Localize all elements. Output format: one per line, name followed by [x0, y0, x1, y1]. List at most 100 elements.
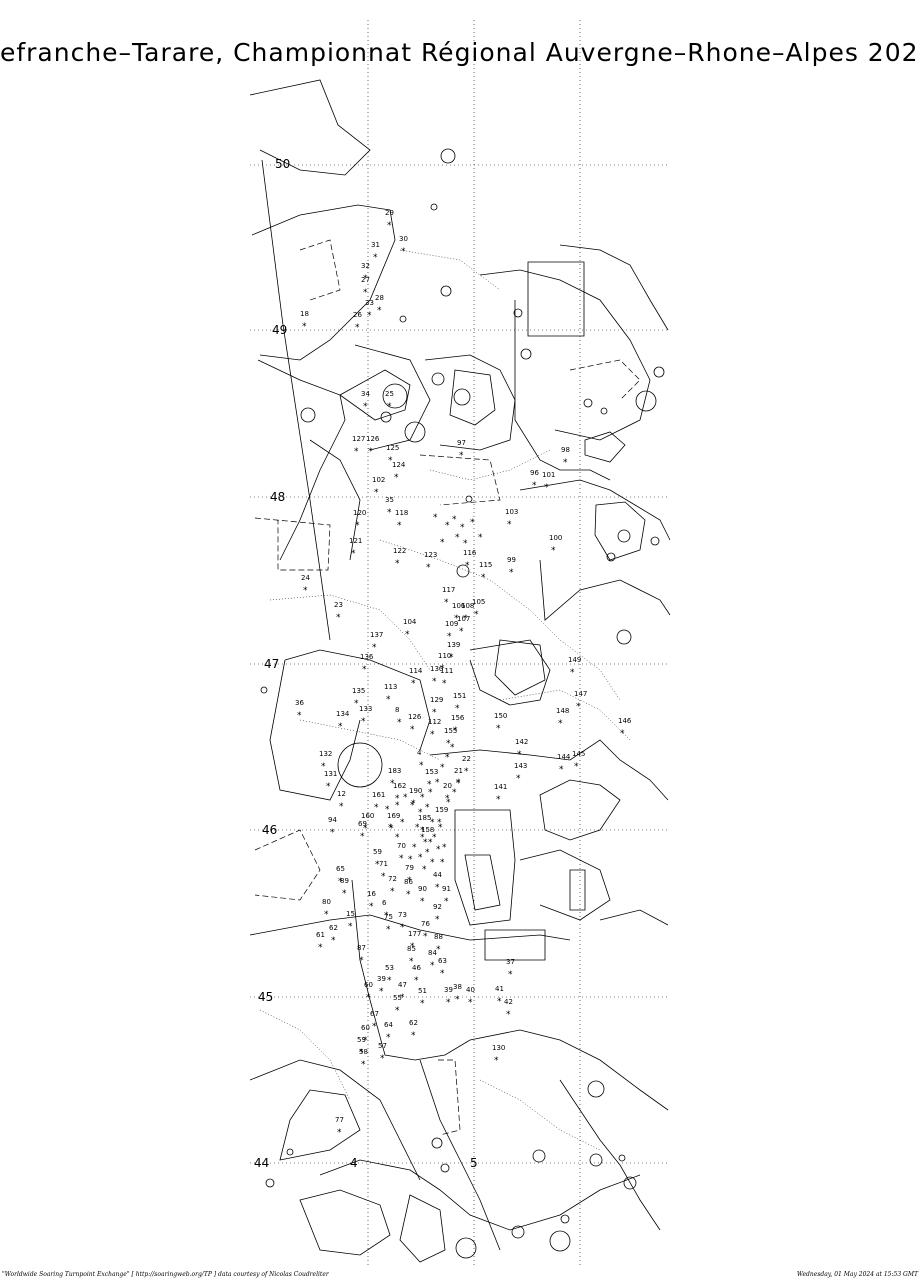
airfield-circle	[286, 1148, 294, 1156]
turnpoint-star-icon: *	[430, 730, 435, 740]
turnpoint-star-icon: *	[375, 860, 380, 870]
airfield-circle	[456, 564, 470, 578]
turnpoint-star-icon: *	[436, 945, 441, 955]
turnpoint-star-icon: *	[440, 664, 445, 674]
turnpoint-star-icon: *	[440, 763, 445, 773]
turnpoint-star-icon: *	[444, 598, 449, 608]
turnpoint-star-icon: *	[297, 711, 302, 721]
airfield-circle	[617, 529, 631, 543]
turnpoint-label: 160	[361, 812, 374, 820]
turnpoint-label: 39	[444, 986, 453, 994]
turnpoint-star-icon: *	[385, 805, 390, 815]
footer-timestamp: Wednesday, 01 May 2024 at 15:53 GMT	[796, 1271, 918, 1278]
turnpoint-label: 70	[397, 842, 406, 850]
turnpoint-star-icon: *	[447, 632, 452, 642]
turnpoint-star-icon: *	[372, 643, 377, 653]
airfield-circle	[440, 148, 456, 164]
turnpoint-star-icon: *	[420, 833, 425, 843]
turnpoint-label: 90	[418, 885, 427, 893]
airspace-dotted	[259, 249, 631, 1151]
turnpoint-star-icon: *	[372, 1022, 377, 1032]
turnpoint: 116*	[463, 549, 477, 571]
turnpoint-star-icon: *	[544, 483, 549, 493]
turnpoint: 111*	[440, 667, 453, 689]
turnpoint: 58*	[359, 1048, 368, 1070]
turnpoint-star-icon: *	[432, 833, 437, 843]
turnpoint-star-icon: *	[390, 887, 395, 897]
turnpoint: 47*	[398, 981, 407, 1003]
turnpoint-star-icon: *	[337, 1128, 342, 1138]
turnpoint: 63*	[438, 957, 447, 979]
map-title: lefranche–Tarare, Championnat Régional A…	[0, 38, 920, 72]
turnpoint: 36*	[295, 699, 304, 721]
turnpoint-label: 47	[398, 981, 407, 989]
turnpoint: 89*	[340, 877, 349, 899]
turnpoint-label: 177	[408, 930, 421, 938]
turnpoint: 57*	[378, 1042, 387, 1064]
turnpoint: 141*	[494, 783, 507, 805]
airfield-circle	[532, 1149, 546, 1163]
lat-label-48: 48	[270, 490, 285, 504]
turnpoint-star-icon: *	[444, 897, 449, 907]
turnpoint-label: 130	[492, 1044, 505, 1052]
turnpoint-label: 61	[316, 931, 325, 939]
turnpoint-star-icon: *	[464, 767, 469, 777]
turnpoint-label: 115	[479, 561, 492, 569]
turnpoint: 75 *	[384, 913, 393, 935]
turnpoint-star-icon: *	[361, 717, 366, 727]
turnpoint: 62*	[409, 1019, 418, 1041]
turnpoint-label: 71	[379, 860, 388, 868]
turnpoint: 120*	[353, 509, 366, 531]
turnpoint: 109*	[445, 620, 458, 642]
turnpoint-star-icon: *	[338, 722, 343, 732]
turnpoint-star-icon: *	[387, 508, 392, 518]
turnpoint-star-icon: *	[532, 481, 537, 491]
turnpoint: 67*	[370, 1010, 379, 1032]
turnpoint-star-icon: *	[440, 969, 445, 979]
turnpoint: 149*	[568, 656, 581, 678]
turnpoint-label: 73	[398, 911, 407, 919]
turnpoint: 85*	[407, 945, 416, 967]
turnpoint-star-icon: *	[338, 877, 343, 887]
turnpoint-star-icon: *	[420, 826, 425, 836]
turnpoint: 142*	[515, 738, 528, 760]
turnpoint: 158*	[421, 826, 434, 848]
turnpoint: 104*	[403, 618, 417, 640]
airfield-circle	[549, 1230, 571, 1252]
turnpoint-star-icon: *	[465, 561, 470, 571]
turnpoint-star-icon: *	[433, 513, 438, 523]
turnpoint: 61*	[316, 931, 325, 953]
turnpoint: 126*	[366, 435, 380, 457]
turnpoint-star-icon: *	[387, 402, 392, 412]
turnpoint-star-icon: *	[430, 858, 435, 868]
turnpoint-label: 79	[405, 864, 414, 872]
turnpoint-label: 77	[335, 1116, 344, 1124]
turnpoint: 28*	[375, 294, 384, 316]
turnpoint-label: 75	[384, 913, 393, 921]
airfield-circle	[653, 366, 665, 378]
airfield-circle	[382, 383, 408, 409]
turnpoint: 117*	[442, 586, 455, 608]
turnpoint-label: 122	[393, 547, 406, 555]
turnpoint-star-icon: *	[354, 447, 359, 457]
lat-label-46: 46	[262, 823, 277, 837]
turnpoint: 6*	[382, 899, 389, 921]
turnpoint-star-icon: *	[423, 838, 428, 848]
turnpoint-star-icon: *	[359, 956, 364, 966]
turnpoint-star-icon: *	[516, 774, 521, 784]
turnpoint-star-icon: *	[406, 890, 411, 900]
turnpoint: 115*	[479, 561, 492, 583]
turnpoint-star-icon: *	[386, 925, 391, 935]
turnpoint-label: 162	[393, 782, 406, 790]
turnpoint-star-icon: *	[440, 538, 445, 548]
turnpoint-label: 16	[367, 890, 376, 898]
turnpoint: 159*	[435, 806, 448, 828]
turnpoint-star-icon: *	[425, 803, 430, 813]
turnpoint-label: 132	[319, 750, 332, 758]
turnpoint: 24*	[301, 574, 310, 596]
turnpoint-label: 41	[495, 985, 504, 993]
turnpoint: 90*	[418, 885, 427, 907]
airfield-circle	[455, 1237, 477, 1259]
turnpoint-label: 142	[515, 738, 528, 746]
turnpoint: 169*	[387, 812, 400, 834]
